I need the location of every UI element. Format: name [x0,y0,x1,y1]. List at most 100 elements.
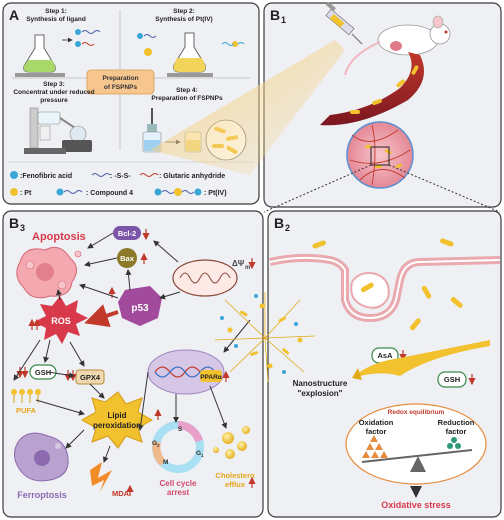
compound4-legend-icon [56,188,64,196]
lipid-peroxidation-star [80,391,154,449]
gsh-b2-label: GSH [444,375,460,384]
ppar-label: PPARα [200,374,222,381]
membrane-potential-sub: m [245,265,250,271]
fenofibric-acid-legend-icon [10,171,18,179]
ptiv-core-icon [174,188,182,196]
zoom-line-left [263,164,372,213]
legend-pt: : Pt [20,190,32,197]
cycle-m: M [163,459,168,466]
redox-title: Redox equilibrium [388,409,445,416]
oxidation-label-1: Oxidation [359,418,394,427]
tumor [346,121,414,189]
gsh-label: GSH [35,368,51,377]
lipid-label-2: peroxidation [93,421,141,430]
endosome [350,272,390,309]
panel-b3-sub: 3 [20,223,25,233]
ferroptosis-label: Ferroptosis [17,490,67,500]
panel-b1-sub: 1 [281,15,286,25]
panel-b3: B 3 Apoptosis Bcl-2 Bax ΔΨ m p53 [2,210,264,518]
rotary-evaporator-icon [24,107,92,154]
tumor-particles [365,145,402,169]
nano-label-1: Nanostructure [293,379,348,388]
step2-title: Step 2: [173,8,195,15]
gsh-badge [29,364,57,380]
ros-label: ROS [51,316,71,326]
panel-b2-label: B [274,215,284,231]
p53-label: p53 [131,303,149,314]
chol-label-2: efflux [225,480,246,489]
step3-text-1: Concentrat under reduced [13,89,94,96]
panel-b1-label: B [270,7,280,23]
lipid-label-1: Lipid [107,411,126,420]
asa-label: AsA [377,351,393,360]
cycle-s: S [178,426,183,433]
reduction-label-1: Reduction [438,418,475,427]
reduction-arrow [352,340,490,378]
balance-scale-icon [361,449,473,472]
preparation-box [86,69,155,95]
nano-label-2: "explosion" [298,389,343,398]
p53-shape [118,286,162,326]
gpx4-label: GPX4 [80,373,101,382]
legend-compound4: : Compound 4 [86,190,133,197]
panel-b2: B 2 AsA GSH Nanostructure "explosion" Re… [267,210,502,518]
step4-title: Step 4: [176,87,198,94]
panel-b3-label: B [9,215,19,231]
step2-text: Synthesis of Pt(IV) [155,16,212,23]
syringe-icon [325,1,363,45]
injection-beam [150,40,345,175]
cell-cycle-ring [152,421,204,473]
vessel-nanoparticles [350,65,419,114]
apoptosis-label: Apoptosis [32,231,86,243]
reduction-label-2: factor [446,427,467,436]
step1-title: Step 1: [45,8,67,15]
pufa-icon [11,389,41,403]
preparation-text-1: Preparation [102,75,138,82]
bax-badge [117,248,137,268]
step1-flask-icon [15,34,65,77]
reduction-spheres-icon [447,437,461,449]
step3-text-2: pressure [40,97,68,104]
legend-fenofibric: :Fenofibric acid [20,173,72,180]
mouse-icon [344,15,451,76]
zoom-line-right [388,164,501,213]
p53-to-ros-arrow [84,304,119,328]
ptiv-legend-icon [154,188,162,196]
gsh-b2-badge [437,371,467,388]
mda-label: MDA [112,489,130,498]
step1-text: Synthesis of ligand [26,16,86,23]
legend-ss: : -S-S- [110,173,131,180]
b3-arrows [13,232,251,463]
panel-b1: B 1 [150,1,502,208]
zoom-box [370,146,390,166]
ptiv-linker-left-icon [161,190,175,194]
b2-nanoparticles [312,238,463,331]
step2-molecules [137,33,245,56]
cycle-g1: G [196,450,201,457]
dna-strand-2 [154,366,216,378]
bax-label: Bax [120,254,135,263]
bcl2-badge [113,226,141,240]
pufa-label: PUFA [16,406,37,415]
cycle-g1-sub: 1 [201,453,204,458]
pt-legend-icon [10,188,18,196]
ferroptotic-cell-icon [14,432,69,482]
oxidation-triangles-icon [362,435,388,458]
preparation-text-2: of FSPNPs [104,84,138,91]
ros-star [34,296,88,344]
panel-a-label: A [9,7,19,23]
apoptotic-cell-icon [16,246,82,299]
legend-glutaric: : Glutaric anhydride [159,173,225,180]
panel-b2-sub: 2 [285,223,290,233]
step3-title: Step 3: [43,81,65,88]
reduction-arrow-head [352,368,362,380]
ppar-badge [200,370,222,382]
nanostructure-explosion [214,292,316,383]
oxidative-stress-label: Oxidative stress [381,500,451,510]
step4-text: Preparation of FSPNPs [151,95,223,102]
panel-a: A Step 1: Synthesis of ligand Step 2: Sy… [2,2,260,205]
cycle-g2: G [152,440,157,447]
legend: :Fenofibric acid : -S-S- : Glutaric anhy… [10,171,227,197]
compound4-linker-icon [63,190,83,194]
